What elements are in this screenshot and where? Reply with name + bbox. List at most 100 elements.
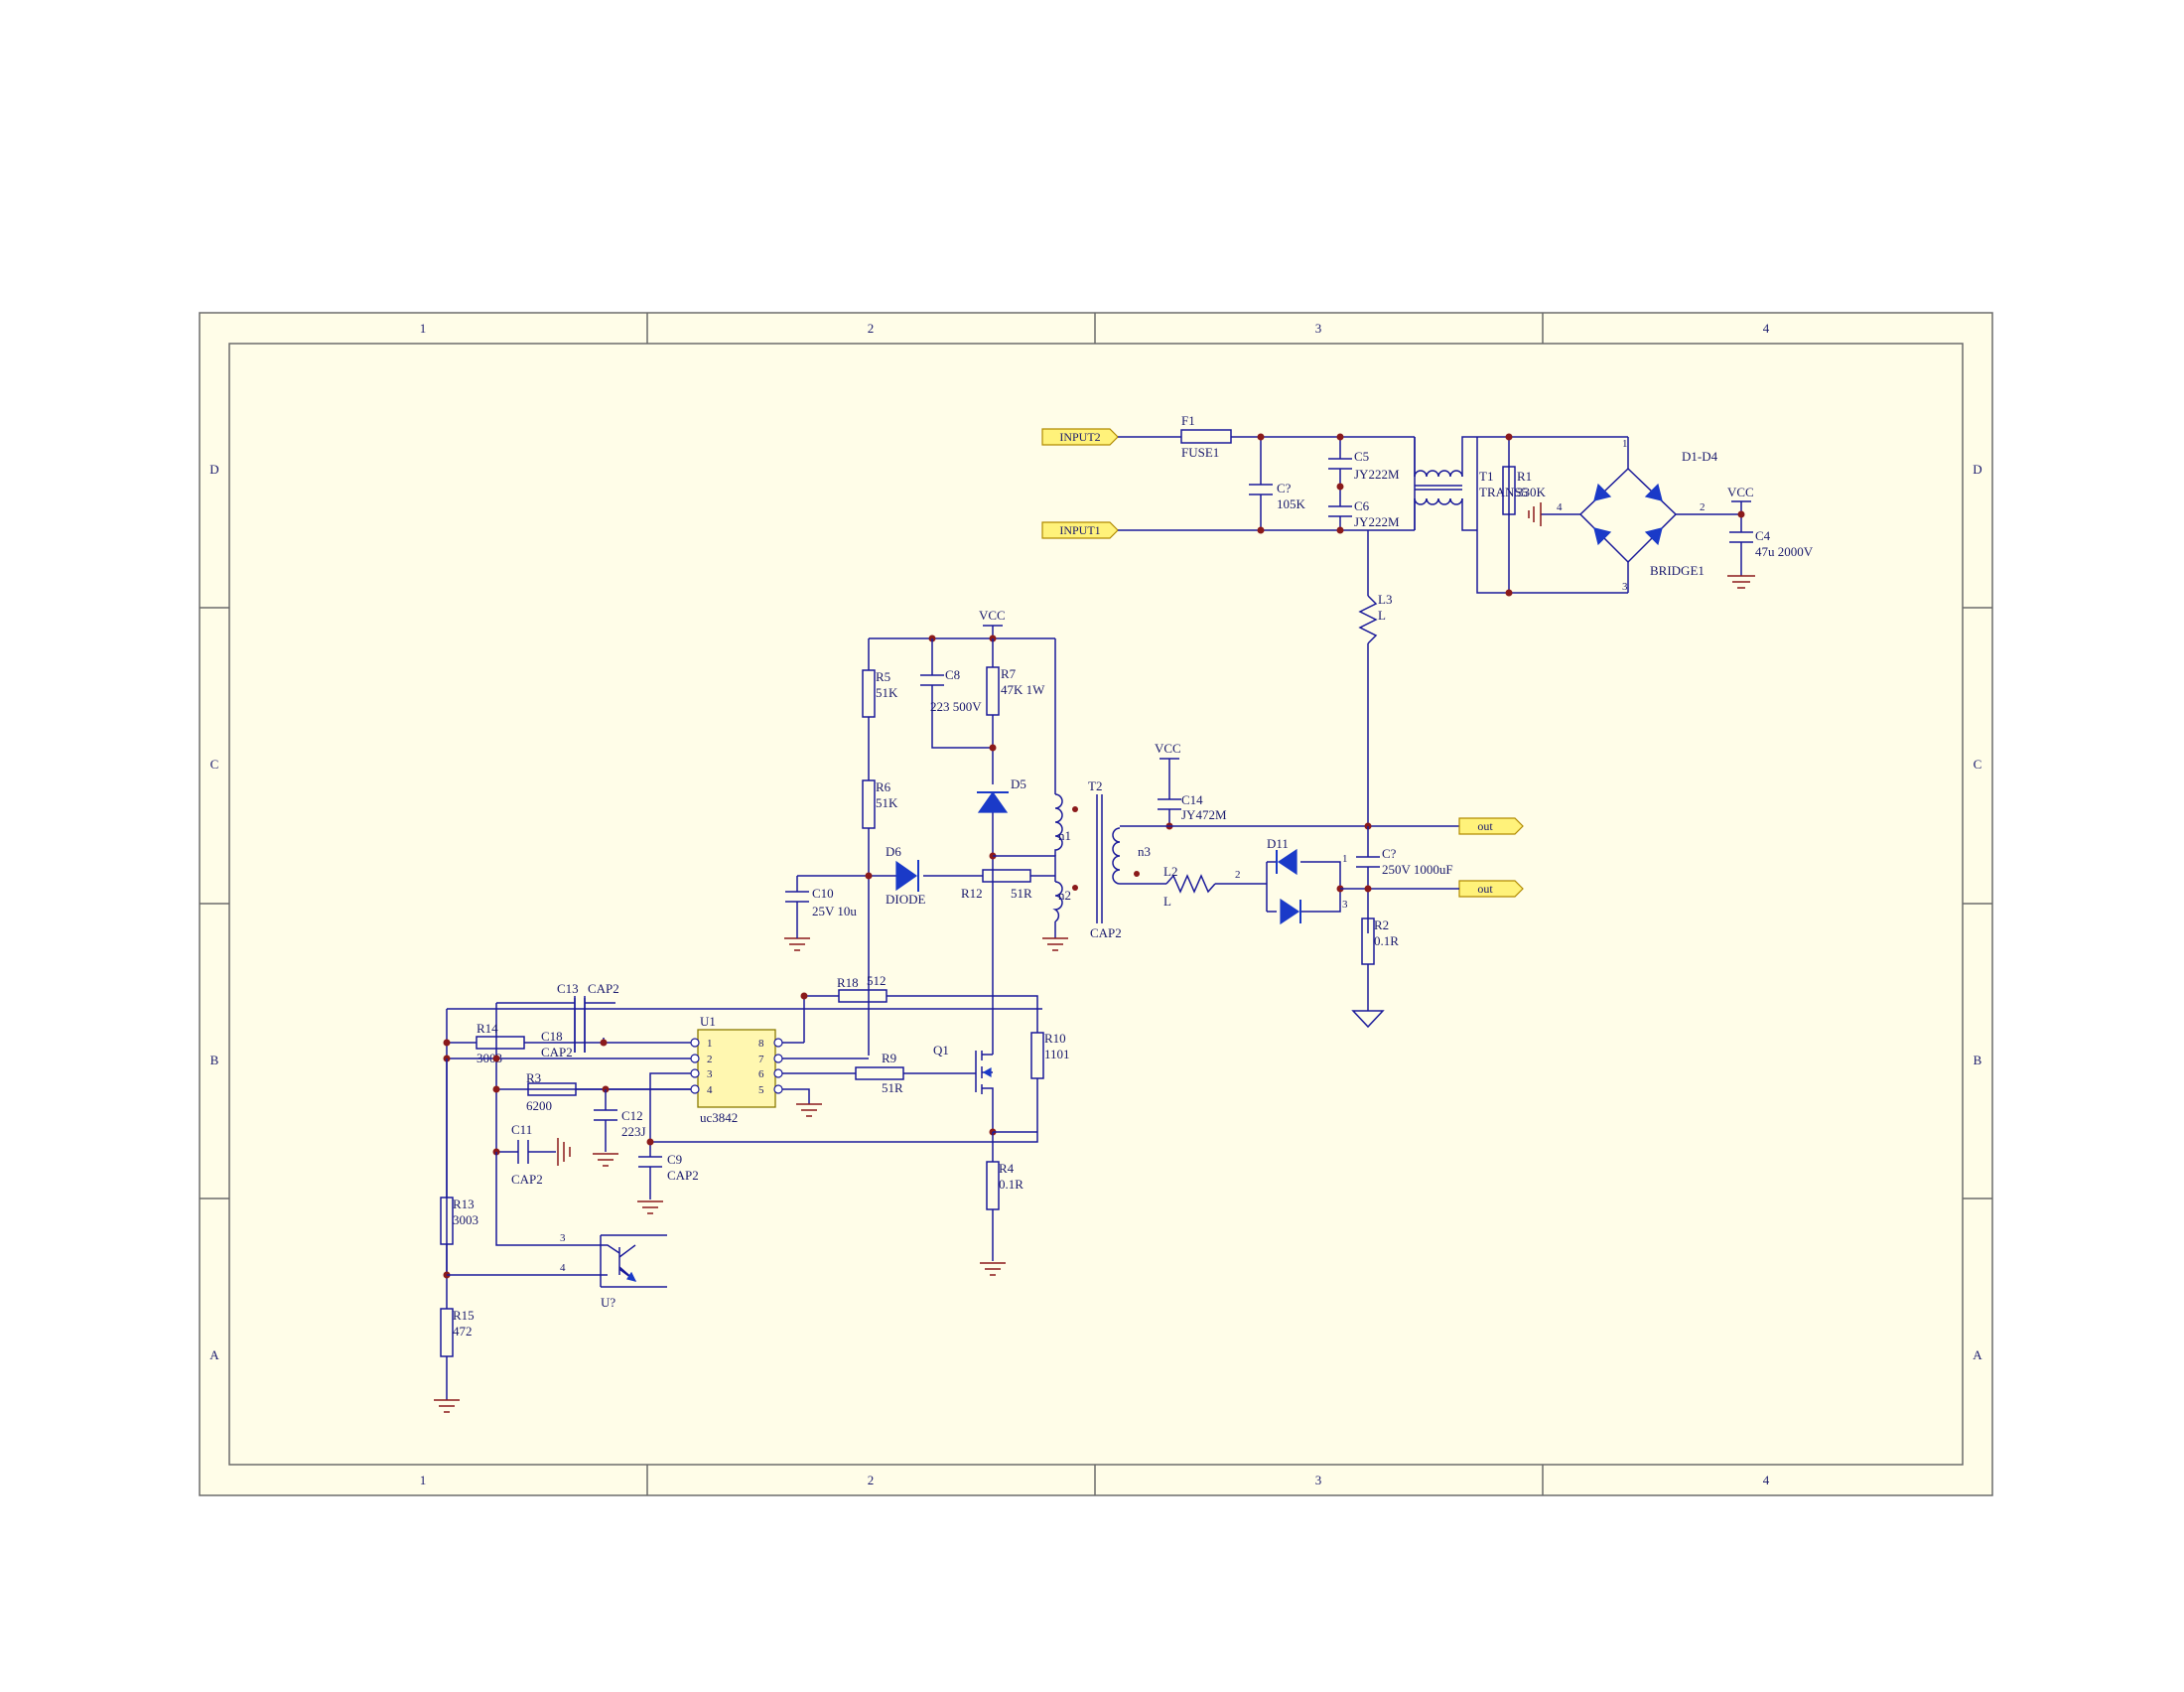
u1-pin-2: 2	[707, 1054, 713, 1065]
resistor-r13	[440, 1197, 454, 1245]
u1-pin-6: 6	[758, 1068, 764, 1080]
d6-label: D6	[886, 844, 901, 859]
frame-row-left-c: C	[210, 757, 219, 772]
r5-value: 51K	[876, 685, 898, 700]
c8-label: C8	[945, 667, 960, 682]
r15-ground-icon	[434, 1399, 460, 1413]
r7-value: 47K 1W	[1001, 682, 1045, 697]
c18-value: CAP2	[541, 1045, 573, 1059]
r4-ground-icon	[980, 1262, 1006, 1276]
t2-value: CAP2	[1090, 925, 1122, 940]
input-filter-section: INPUT2 INPUT1 F1 FUSE1 C? 105K C5 JY222M…	[1041, 413, 1814, 826]
port-out-top[interactable]: out	[1458, 817, 1524, 835]
resistor-r10	[1030, 1032, 1044, 1079]
c18-label: C18	[541, 1029, 563, 1044]
port-out-top-label: out	[1477, 819, 1493, 833]
r2-value: 0.1R	[1374, 933, 1399, 948]
r7-label: R7	[1001, 666, 1017, 681]
u1-pin-5: 5	[758, 1084, 764, 1096]
bridge-rectifier	[1578, 467, 1678, 564]
r9-value: 51R	[882, 1080, 903, 1095]
resistor-r6	[862, 779, 876, 829]
c12-ground-icon	[593, 1153, 618, 1167]
c8-value: 223 500V	[930, 699, 982, 714]
frame-col-bottom-3: 3	[1315, 1473, 1322, 1487]
frame-col-bottom-2: 2	[868, 1473, 875, 1487]
c9-ground-icon	[637, 1200, 663, 1214]
r13-value: 3003	[453, 1212, 478, 1227]
bridge-pin-4: 4	[1557, 501, 1563, 513]
bridge-pin-1: 1	[1622, 438, 1628, 450]
vcc-top-label: VCC	[1727, 485, 1754, 499]
r12-value: 51R	[1011, 886, 1032, 901]
frame-row-right-d: D	[1973, 462, 1981, 477]
cq-value: 105K	[1277, 496, 1306, 511]
inductor-l2	[1165, 874, 1216, 894]
frame-col-top-2: 2	[868, 321, 875, 336]
opto-pin-4: 4	[560, 1262, 566, 1274]
frame-row-right-c: C	[1974, 757, 1982, 772]
c11-value: CAP2	[511, 1172, 543, 1187]
t2-secondary-n3	[1112, 827, 1121, 885]
frame-row-left-d: D	[209, 462, 218, 477]
d6-value: DIODE	[886, 892, 925, 907]
port-input2[interactable]: INPUT2	[1041, 428, 1119, 446]
bridge-label: BRIDGE1	[1650, 563, 1705, 578]
u1-ground-icon	[796, 1103, 822, 1117]
frame-col-top-1: 1	[420, 321, 427, 336]
n1-label: n1	[1058, 828, 1071, 843]
ic-u1[interactable]: 1 2 3 4 8 7 6 5	[690, 1029, 783, 1108]
port-input1[interactable]: INPUT1	[1041, 521, 1119, 539]
resistor-r1	[1502, 466, 1516, 515]
diode-d11-b	[1280, 898, 1300, 925]
d11-pin-3: 3	[1342, 899, 1348, 911]
u1-pin-8: 8	[758, 1038, 764, 1050]
c14-value: JY472M	[1181, 807, 1227, 822]
r15-label: R15	[453, 1308, 475, 1323]
u1-pin-3: 3	[707, 1068, 713, 1080]
fuse-f1	[1180, 429, 1232, 444]
diode-d5	[977, 790, 1009, 813]
n2-label: n2	[1058, 888, 1071, 903]
resistor-r18	[838, 989, 887, 1003]
d11-pin-2: 2	[1235, 869, 1241, 881]
u1-pin-1: 1	[707, 1038, 713, 1050]
bridge-pin-2: 2	[1700, 501, 1706, 513]
d1d4-label: D1-D4	[1682, 449, 1718, 464]
t1-label: T1	[1479, 469, 1493, 484]
c10-label: C10	[812, 886, 834, 901]
inductor-l3	[1358, 595, 1378, 644]
c5-label: C5	[1354, 449, 1369, 464]
r12-label: R12	[961, 886, 983, 901]
c11-ground-icon	[557, 1138, 571, 1166]
port-out-bottom[interactable]: out	[1458, 880, 1524, 898]
frame-col-top-4: 4	[1763, 321, 1770, 336]
optocoupler-u	[600, 1234, 667, 1288]
r4-label: R4	[999, 1161, 1015, 1176]
d11-label: D11	[1267, 836, 1289, 851]
r18-value: 512	[867, 973, 887, 988]
r4-value: 0.1R	[999, 1177, 1024, 1192]
controller-section: R18 512 C13 CAP2 R14 3003 C18 CAP2 1 2	[434, 973, 1070, 1413]
port-out-bottom-label: out	[1477, 882, 1493, 896]
vcc-c14-label: VCC	[1155, 741, 1181, 756]
resistor-r5	[862, 669, 876, 718]
cq-label: C?	[1277, 481, 1292, 495]
r6-value: 51K	[876, 795, 898, 810]
c4-ground-icon	[1727, 575, 1755, 589]
resistor-r15	[440, 1308, 454, 1357]
frame-row-left-a: A	[209, 1347, 219, 1362]
c12-label: C12	[621, 1108, 643, 1123]
n2-ground-icon	[1042, 937, 1068, 951]
u1-pin-7: 7	[758, 1054, 764, 1065]
q1-label: Q1	[933, 1043, 949, 1058]
resistor-r7	[986, 666, 1000, 716]
c7b-value: 250V 1000uF	[1382, 862, 1453, 877]
n3-label: n3	[1138, 844, 1151, 859]
diode-d11-a	[1277, 848, 1297, 876]
f1-value: FUSE1	[1181, 445, 1219, 460]
bridge-pin-3: 3	[1622, 581, 1628, 593]
uq-label: U?	[601, 1295, 615, 1310]
r14-label: R14	[477, 1021, 498, 1036]
